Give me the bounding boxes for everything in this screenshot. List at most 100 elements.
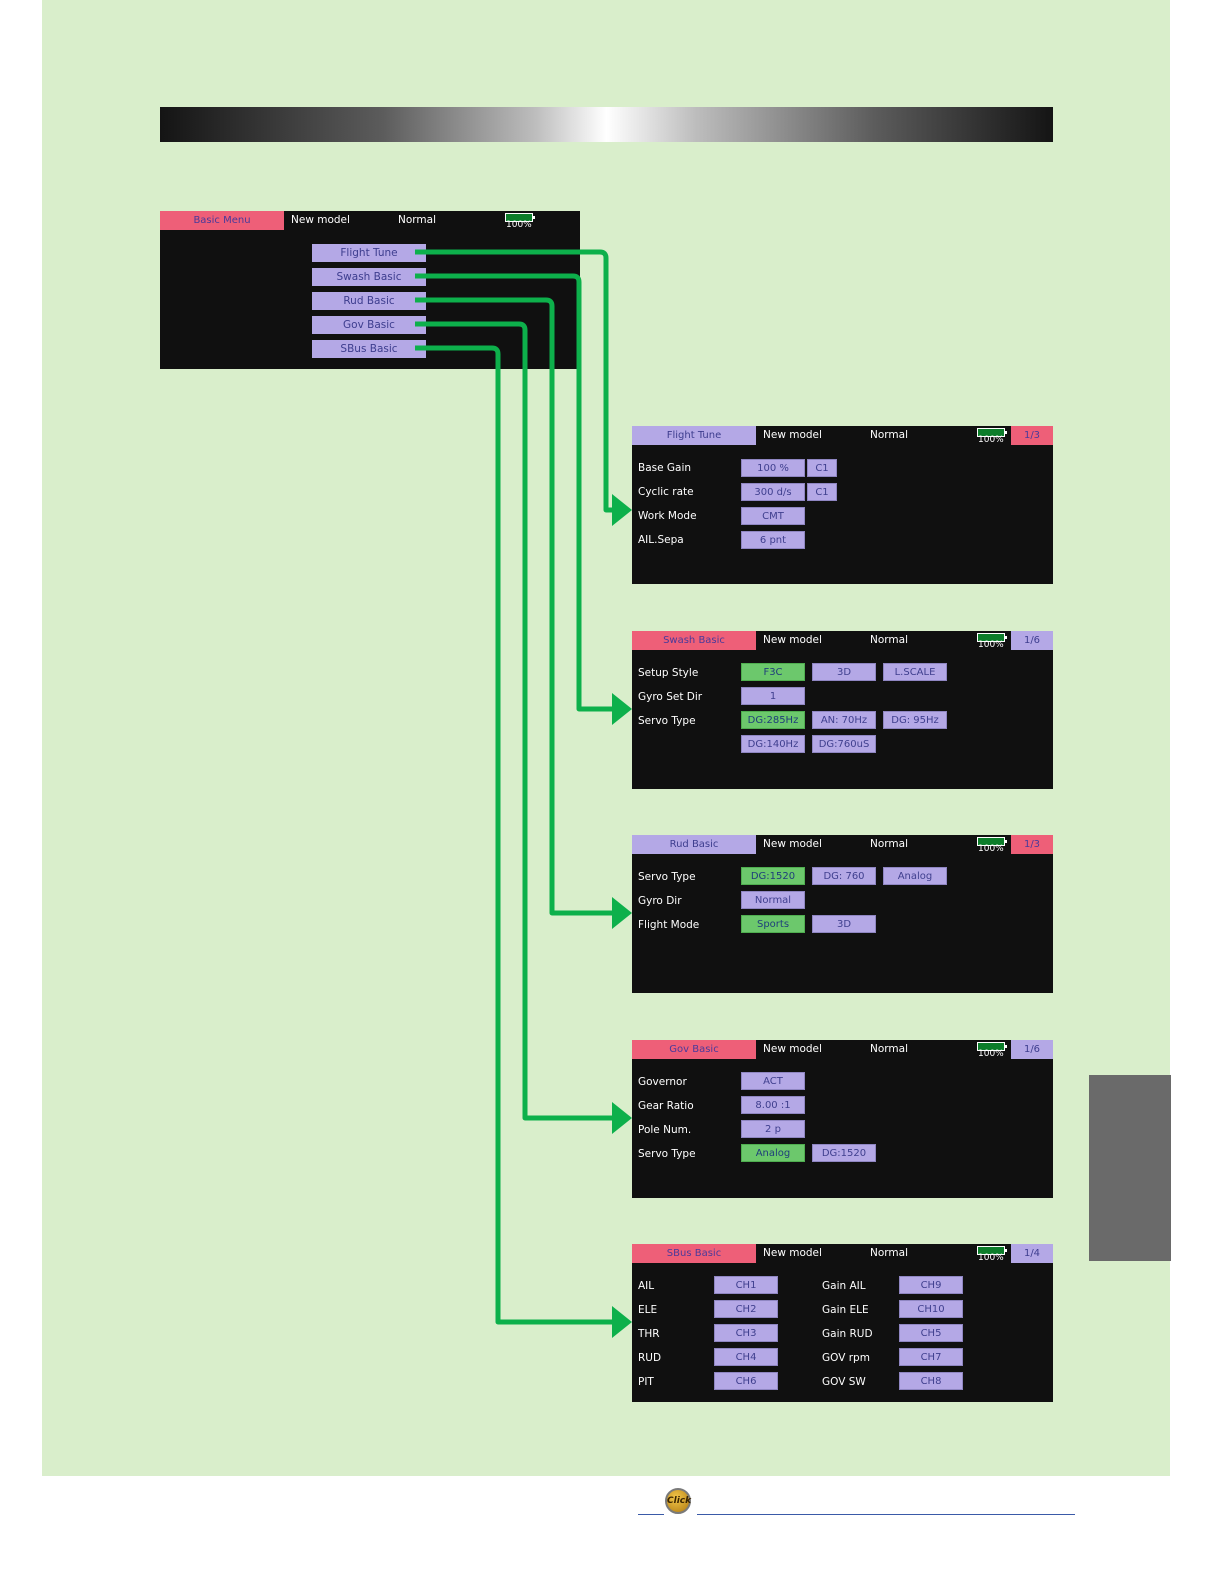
rud-channel[interactable]: CH4: [714, 1348, 778, 1366]
arrowhead-flight-tune: [612, 494, 632, 526]
arrow-flight-tune: [415, 249, 614, 513]
arrow-sbus-basic: [415, 345, 614, 1325]
arrowhead-rud-basic: [612, 897, 632, 929]
battery-icon: [977, 428, 1007, 437]
label-gov-sw: GOV SW: [822, 1376, 866, 1388]
footer-rule-right: [697, 1514, 1075, 1515]
basic-menu-screen: Basic Menu New model Normal 100% Flight …: [160, 211, 580, 369]
label-thr: THR: [638, 1328, 660, 1340]
model-name: New model: [763, 838, 822, 850]
mode-name: Normal: [398, 214, 436, 226]
label-flight-mode: Flight Mode: [638, 919, 700, 931]
label-gov-rpm: GOV rpm: [822, 1352, 870, 1364]
servo-type-dg95[interactable]: DG: 95Hz: [883, 711, 947, 729]
work-mode-value[interactable]: CMT: [741, 507, 805, 525]
servo-type-analog[interactable]: Analog: [883, 867, 947, 885]
battery-icon: [977, 837, 1007, 846]
label-gain-ele: Gain ELE: [822, 1304, 869, 1316]
label-pole-num: Pole Num.: [638, 1124, 692, 1136]
servo-type-dg140[interactable]: DG:140Hz: [741, 735, 805, 753]
label-ail-sepa: AIL.Sepa: [638, 534, 684, 546]
model-name: New model: [763, 1247, 822, 1259]
arrowhead-swash-basic: [612, 693, 632, 725]
setup-style-3d[interactable]: 3D: [812, 663, 876, 681]
pole-num-value[interactable]: 2 p: [741, 1120, 805, 1138]
base-gain-value[interactable]: 100 %: [741, 459, 805, 477]
click-icon[interactable]: Click: [665, 1488, 691, 1514]
battery-percent: 100%: [978, 435, 1004, 445]
servo-type-dg760[interactable]: DG:760uS: [812, 735, 876, 753]
cyclic-rate-switch[interactable]: C1: [807, 483, 837, 501]
page-indicator[interactable]: 1/3: [1011, 426, 1053, 445]
pit-channel[interactable]: CH6: [714, 1372, 778, 1390]
mode-name: Normal: [870, 1043, 908, 1055]
screen-title: Flight Tune: [632, 426, 756, 445]
page-indicator[interactable]: 1/6: [1011, 631, 1053, 650]
gov-basic-screen: Gov Basic New model Normal 100% 1/6 Gove…: [632, 1040, 1053, 1198]
label-servo-type: Servo Type: [638, 1148, 696, 1160]
servo-type-dg285[interactable]: DG:285Hz: [741, 711, 805, 729]
gyro-dir-value[interactable]: Normal: [741, 891, 805, 909]
battery-percent: 100%: [978, 640, 1004, 650]
thr-channel[interactable]: CH3: [714, 1324, 778, 1342]
gain-rud-channel[interactable]: CH5: [899, 1324, 963, 1342]
flight-mode-sports[interactable]: Sports: [741, 915, 805, 933]
label-gain-ail: Gain AIL: [822, 1280, 866, 1292]
servo-type-dg1520[interactable]: DG:1520: [812, 1144, 876, 1162]
menu-item-rud-basic[interactable]: Rud Basic: [312, 292, 426, 310]
flight-mode-3d[interactable]: 3D: [812, 915, 876, 933]
label-rud: RUD: [638, 1352, 662, 1364]
label-ele: ELE: [638, 1304, 658, 1316]
battery-icon: [977, 1042, 1007, 1051]
gear-ratio-value[interactable]: 8.00 :1: [741, 1096, 805, 1114]
menu-item-sbus-basic[interactable]: SBus Basic: [312, 340, 426, 358]
setup-style-lscale[interactable]: L.SCALE: [883, 663, 947, 681]
battery-percent: 100%: [978, 1253, 1004, 1263]
gov-rpm-channel[interactable]: CH7: [899, 1348, 963, 1366]
gain-ail-channel[interactable]: CH9: [899, 1276, 963, 1294]
menu-item-flight-tune[interactable]: Flight Tune: [312, 244, 426, 262]
label-gyro-dir: Gyro Dir: [638, 895, 682, 907]
ail-sepa-value[interactable]: 6 pnt: [741, 531, 805, 549]
label-pit: PIT: [638, 1376, 654, 1388]
governor-value[interactable]: ACT: [741, 1072, 805, 1090]
battery-percent: 100%: [978, 844, 1004, 854]
page-indicator[interactable]: 1/3: [1011, 835, 1053, 854]
label-servo-type: Servo Type: [638, 715, 696, 727]
cyclic-rate-value[interactable]: 300 d/s: [741, 483, 805, 501]
servo-type-analog[interactable]: Analog: [741, 1144, 805, 1162]
servo-type-dg760[interactable]: DG: 760: [812, 867, 876, 885]
flight-tune-screen: Flight Tune New model Normal 100% 1/3 Ba…: [632, 426, 1053, 584]
arrowhead-sbus-basic: [612, 1306, 632, 1338]
label-cyclic-rate: Cyclic rate: [638, 486, 694, 498]
menu-item-gov-basic[interactable]: Gov Basic: [312, 316, 426, 334]
servo-type-an70[interactable]: AN: 70Hz: [812, 711, 876, 729]
battery-percent: 100%: [506, 220, 532, 230]
label-gain-rud: Gain RUD: [822, 1328, 873, 1340]
page-indicator[interactable]: 1/6: [1011, 1040, 1053, 1059]
ail-channel[interactable]: CH1: [714, 1276, 778, 1294]
menu-item-swash-basic[interactable]: Swash Basic: [312, 268, 426, 286]
battery-icon: [505, 213, 535, 222]
gov-sw-channel[interactable]: CH8: [899, 1372, 963, 1390]
battery-icon: [977, 1246, 1007, 1255]
footer-rule-left: [638, 1514, 664, 1515]
arrow-rud-basic: [415, 297, 614, 916]
base-gain-switch[interactable]: C1: [807, 459, 837, 477]
gyro-set-dir-value[interactable]: 1: [741, 687, 805, 705]
model-name: New model: [763, 1043, 822, 1055]
label-gyro-set-dir: Gyro Set Dir: [638, 691, 703, 703]
ele-channel[interactable]: CH2: [714, 1300, 778, 1318]
gain-ele-channel[interactable]: CH10: [899, 1300, 963, 1318]
rud-basic-screen: Rud Basic New model Normal 100% 1/3 Serv…: [632, 835, 1053, 993]
servo-type-dg1520[interactable]: DG:1520: [741, 867, 805, 885]
arrow-swash-basic: [415, 273, 614, 712]
screen-title: Basic Menu: [160, 211, 284, 230]
screen-title: Swash Basic: [632, 631, 756, 650]
battery-icon: [977, 633, 1007, 642]
arrowhead-gov-basic: [612, 1102, 632, 1134]
arrow-gov-basic: [415, 321, 614, 1121]
label-setup-style: Setup Style: [638, 667, 699, 679]
setup-style-f3c[interactable]: F3C: [741, 663, 805, 681]
page-indicator[interactable]: 1/4: [1011, 1244, 1053, 1263]
